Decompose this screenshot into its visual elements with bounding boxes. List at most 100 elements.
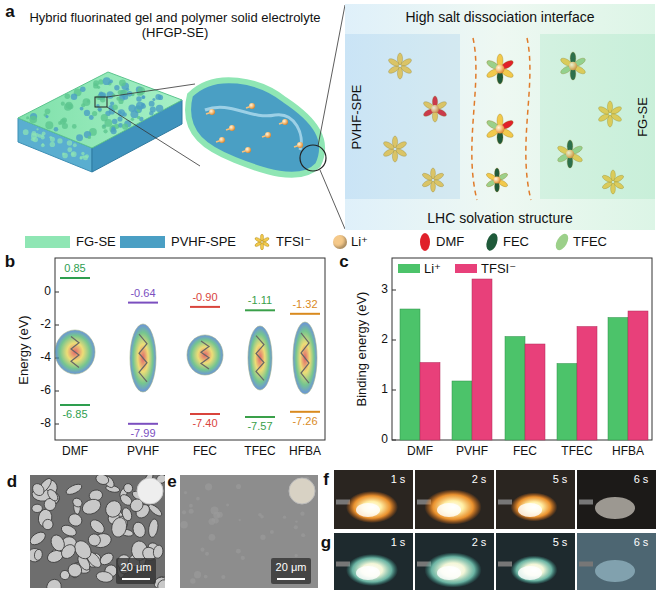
sem-texture — [204, 575, 208, 579]
slab-texture — [89, 115, 94, 120]
axis-tick — [392, 290, 396, 291]
slab-texture — [71, 93, 77, 99]
axis-tick-label: -8 — [40, 417, 51, 431]
node-text: High salt dissociation interface — [405, 9, 594, 25]
sample-holder — [498, 500, 512, 505]
slab-texture — [31, 133, 37, 139]
zoom-line — [107, 84, 195, 97]
category-label: PVHF — [456, 445, 488, 459]
slab-texture — [98, 107, 102, 111]
axis-tick — [55, 424, 59, 425]
slab-texture — [88, 136, 91, 139]
axis-tick — [392, 390, 396, 391]
sem-texture — [300, 511, 304, 515]
slab-texture — [81, 152, 84, 155]
category-label: HFBA — [289, 445, 321, 459]
sem-texture — [236, 484, 241, 489]
panel-letter: c — [339, 252, 348, 272]
sem-image — [180, 475, 318, 588]
slab-texture — [84, 131, 91, 138]
sem-texture — [270, 530, 274, 534]
slab-texture — [49, 136, 52, 139]
slab-texture — [36, 128, 38, 130]
sem-grain — [71, 496, 84, 508]
sem-texture — [205, 552, 209, 556]
sem-texture — [189, 504, 193, 508]
slab-texture — [76, 134, 83, 141]
sem-grain — [95, 570, 113, 583]
slab-texture — [103, 129, 107, 133]
time-label: 5 s — [553, 536, 568, 549]
slab-texture — [41, 143, 45, 147]
sem-grain — [147, 518, 159, 538]
scale-bar — [277, 578, 305, 580]
lumo-value: 0.85 — [64, 262, 85, 275]
lithium-ion — [265, 132, 271, 138]
slab-texture — [26, 116, 29, 119]
sem-texture — [200, 548, 204, 552]
category-label: FEC — [193, 445, 217, 459]
legend-text: TFEC — [573, 235, 607, 250]
slab-texture — [117, 116, 122, 121]
zoom-line — [318, 5, 345, 146]
plot-frame — [55, 258, 325, 440]
legend-swatch — [420, 233, 430, 251]
sem-image — [30, 475, 165, 588]
lumo-value: -1.32 — [292, 297, 317, 310]
sem-texture — [180, 521, 187, 528]
category-label: HFBA — [612, 445, 644, 459]
lithium-ion — [209, 109, 215, 115]
sem-grain — [34, 549, 43, 561]
photo-frame — [577, 470, 656, 529]
sem-texture — [189, 509, 194, 514]
slab-texture — [50, 142, 55, 147]
slab-texture — [136, 96, 142, 102]
molecule-esp-map — [55, 330, 95, 374]
legend-swatch — [553, 232, 571, 253]
time-label: 2 s — [472, 536, 487, 549]
molecule-esp-map — [187, 335, 223, 375]
sem-texture — [239, 519, 241, 521]
slab-texture — [80, 157, 83, 160]
flame — [511, 493, 558, 522]
sem-texture — [295, 520, 297, 522]
slab-texture — [114, 85, 119, 90]
sem-grain — [98, 551, 115, 567]
sem-grain — [30, 481, 46, 498]
flame — [346, 491, 398, 523]
scale-bar-patch — [271, 558, 311, 584]
lumo-value: -0.64 — [130, 286, 155, 299]
slab-texture — [62, 123, 68, 129]
category-label: TFEC — [244, 445, 275, 459]
homo-level — [245, 416, 275, 418]
slab-texture — [104, 119, 112, 127]
sem-grain — [131, 520, 147, 539]
node-text: LHC solvation structure — [427, 210, 573, 226]
zoomed-electrolyte — [188, 80, 322, 175]
axis-tick-label: -2 — [40, 318, 51, 332]
sem-texture — [190, 578, 195, 583]
photo-frame — [415, 470, 494, 529]
axis-tick — [55, 325, 59, 326]
slab-texture — [111, 126, 115, 130]
slab-texture — [136, 102, 144, 110]
panel-letter: g — [321, 533, 331, 553]
sem-texture — [209, 534, 216, 541]
slab-texture — [67, 140, 72, 145]
lumo-level — [190, 306, 220, 308]
sample-holder — [579, 500, 593, 505]
sem-grain — [103, 498, 124, 520]
slab-texture — [45, 115, 48, 118]
sem-texture — [194, 571, 201, 578]
interface-panel: High salt dissociation interfaceLHC solv… — [345, 4, 655, 230]
sem-grain — [152, 544, 164, 559]
axis-tick-label: 1 — [381, 383, 388, 397]
time-label: 2 s — [472, 473, 487, 486]
li-bar — [400, 309, 420, 440]
homo-level — [290, 411, 320, 413]
sem-texture — [241, 556, 245, 560]
legend-text: PVHF-SPE — [171, 235, 236, 250]
legend-flower — [254, 234, 270, 250]
homo-level — [60, 404, 90, 406]
